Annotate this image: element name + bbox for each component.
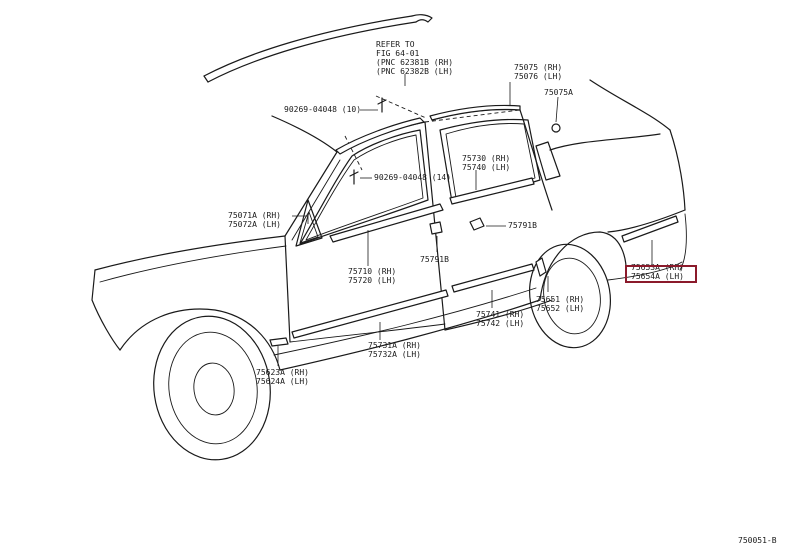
label-75731a: 75731A (RH) — [368, 341, 421, 350]
reference-dashes — [344, 95, 521, 171]
label-75740: 75740 (LH) — [462, 163, 510, 172]
label-75072a: 75072A (LH) — [228, 220, 281, 229]
label-75732a: 75732A (LH) — [368, 350, 421, 359]
label-refer: REFER TO — [376, 40, 415, 49]
label-75076: 75076 (LH) — [514, 72, 562, 81]
label-pnc-rh: (PNC 62381B (RH) — [376, 58, 453, 67]
label-75742: 75742 (LH) — [476, 319, 524, 328]
label-75652: 75652 (LH) — [536, 304, 584, 313]
molding-parts — [269, 97, 679, 347]
car-body — [91, 79, 687, 461]
figure-id: 750051-B — [738, 536, 777, 545]
roof-drip-molding — [203, 14, 433, 83]
part-labels: REFER TO FIG 64-01 (PNC 62381B (RH) (PNC… — [228, 40, 777, 545]
label-75791b-front: 75791B — [420, 255, 449, 264]
label-75710: 75710 (RH) — [348, 267, 396, 276]
label-75741: 75741 (RH) — [476, 310, 524, 319]
label-75791b-rear: 75791B — [508, 221, 537, 230]
label-75075a: 75075A — [544, 88, 573, 97]
label-pnc-lh: (PNC 62382B (LH) — [376, 67, 453, 76]
label-75653a: 75653A (RH) — [631, 263, 684, 272]
label-fig: FIG 64-01 — [376, 49, 420, 58]
label-75730: 75730 (RH) — [462, 154, 510, 163]
label-75651: 75651 (RH) — [536, 295, 584, 304]
label-75624a: 75624A (LH) — [256, 377, 309, 386]
label-75075: 75075 (RH) — [514, 63, 562, 72]
label-75720: 75720 (LH) — [348, 276, 396, 285]
label-75654a: 75654A (LH) — [631, 272, 684, 281]
label-clip-10: 90269-04048 (10) — [284, 105, 361, 114]
highlight-box — [625, 265, 697, 283]
label-75071a: 75071A (RH) — [228, 211, 281, 220]
label-clip-14: 90269-04048 (14) — [374, 173, 451, 182]
leader-lines — [277, 74, 653, 366]
label-75623a: 75623A (RH) — [256, 368, 309, 377]
